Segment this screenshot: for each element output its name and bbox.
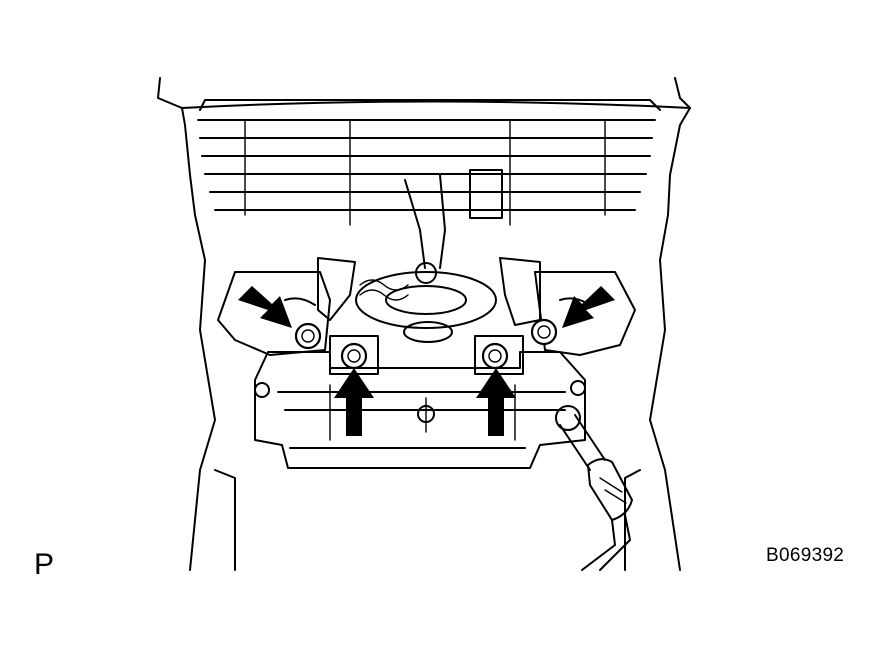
bolt-upper-left — [294, 322, 322, 350]
arrow-upper-left — [238, 286, 292, 328]
arrow-lower-left — [334, 368, 374, 436]
bolts — [294, 318, 558, 370]
view-code-label: P — [34, 548, 55, 581]
bolt-lower-left — [340, 342, 368, 370]
top-ribs — [197, 119, 656, 226]
bolt-lower-right — [481, 342, 509, 370]
bolt-upper-right — [530, 318, 558, 346]
screwdriver-tool — [555, 405, 633, 571]
arrow-lower-right — [476, 368, 516, 436]
shift-mechanism — [317, 169, 541, 343]
arrows — [238, 286, 615, 436]
arrow-upper-right — [562, 286, 615, 328]
figure-id-label: B069392 — [766, 545, 845, 566]
lower-plate — [254, 335, 586, 469]
console-body — [157, 77, 691, 571]
